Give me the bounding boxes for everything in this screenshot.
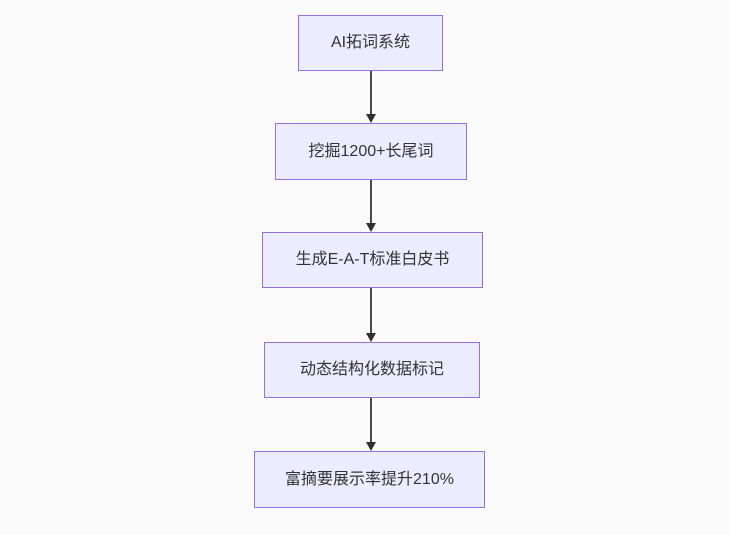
flow-node-longtail-keywords: 挖掘1200+长尾词 (275, 123, 467, 180)
arrowhead-down-icon (365, 223, 376, 232)
flow-node-label: AI拓词系统 (330, 34, 411, 52)
flow-arrow-n2-n3 (360, 180, 381, 232)
flow-node-rich-snippet-rate: 富摘要展示率提升210% (254, 451, 485, 508)
arrow-line (369, 180, 372, 227)
flow-node-label: 生成E-A-T标准白皮书 (295, 251, 450, 269)
flow-arrow-n1-n2 (360, 71, 381, 123)
arrow-line (369, 71, 372, 118)
flow-arrow-n4-n5 (360, 398, 381, 451)
flow-arrow-n3-n4 (360, 288, 381, 342)
flow-node-label: 挖掘1200+长尾词 (308, 142, 434, 160)
arrow-line (369, 288, 372, 337)
flow-node-structured-data-markup: 动态结构化数据标记 (264, 342, 480, 398)
flow-node-eat-whitepaper: 生成E-A-T标准白皮书 (262, 232, 483, 288)
flow-node-ai-word-expansion: AI拓词系统 (298, 15, 443, 71)
arrowhead-down-icon (365, 442, 376, 451)
arrow-line (369, 398, 372, 446)
arrowhead-down-icon (365, 114, 376, 123)
arrowhead-down-icon (365, 333, 376, 342)
flow-node-label: 动态结构化数据标记 (299, 361, 444, 379)
flow-node-label: 富摘要展示率提升210% (285, 470, 454, 488)
